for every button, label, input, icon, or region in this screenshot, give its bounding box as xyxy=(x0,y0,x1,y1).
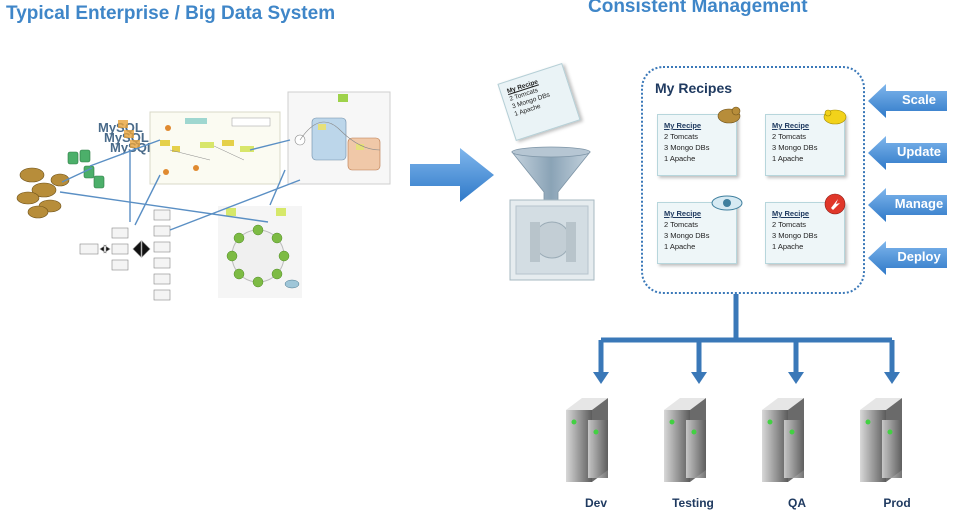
recipe-name: My Recipe xyxy=(772,209,810,218)
env-label-testing: Testing xyxy=(672,496,714,510)
deployment-arrowheads xyxy=(593,372,900,384)
connector-diagram-thumbnail xyxy=(79,209,171,301)
recipe-card[interactable]: My Recipe 2 Tomcats 3 Mongo DBs 1 Apache xyxy=(657,106,741,176)
tomcat-icon xyxy=(717,106,741,124)
tomcat-cluster-icon xyxy=(16,167,70,219)
env-label-dev: Dev xyxy=(584,496,607,510)
recipe-name: My Recipe xyxy=(664,209,702,218)
recipe-line: 3 Mongo DBs xyxy=(772,143,818,152)
processing-machine-icon xyxy=(509,199,595,281)
deploy-label: Deploy xyxy=(897,249,941,264)
server-icon-testing xyxy=(664,398,706,482)
recipe-card[interactable]: My Recipe 2 Tomcats 3 Mongo DBs 1 Apache xyxy=(765,193,846,264)
transform-arrow xyxy=(410,148,494,202)
recipe-line: 1 Apache xyxy=(664,154,696,163)
panel-title: My Recipes xyxy=(655,80,733,96)
recipe-line: 3 Mongo DBs xyxy=(664,143,710,152)
server-icon-dev xyxy=(566,398,608,482)
hadoop-icon xyxy=(823,109,847,125)
recipe-line: 3 Mongo DBs xyxy=(772,231,818,240)
env-label-qa: QA xyxy=(788,496,806,510)
pipeline-diagram-thumbnail xyxy=(287,91,391,185)
recipe-card[interactable]: My Recipe 2 Tomcats 3 Mongo DBs 1 Apache xyxy=(765,109,847,176)
action-arrows xyxy=(868,84,947,275)
recipe-line: 1 Apache xyxy=(772,242,804,251)
recipe-line: 2 Tomcats xyxy=(664,132,699,141)
update-label: Update xyxy=(896,144,942,159)
recipe-line: 3 Mongo DBs xyxy=(664,231,710,240)
server-icon-prod xyxy=(860,398,902,482)
enterprise-system-illustration: MySQL MySQL MySQL xyxy=(16,91,391,301)
cassandra-eye-icon xyxy=(711,195,743,211)
update-action[interactable]: Update xyxy=(862,136,957,170)
apache-feather-icon xyxy=(824,193,846,215)
recipe-line: 2 Tomcats xyxy=(664,220,699,229)
scale-action[interactable]: Scale xyxy=(862,84,957,118)
title-right: Consistent Management xyxy=(588,0,808,17)
env-label-prod: Prod xyxy=(883,496,911,510)
recipe-line: 2 Tomcats xyxy=(772,220,807,229)
system-connections xyxy=(59,139,301,231)
recipe-line: 1 Apache xyxy=(772,154,804,163)
deployment-tree xyxy=(598,292,895,374)
manage-label: Manage xyxy=(894,196,944,211)
server-icon-qa xyxy=(762,398,804,482)
recipe-line: 1 Apache xyxy=(664,242,696,251)
database-stack-icon xyxy=(67,149,105,189)
recipe-name: My Recipe xyxy=(664,121,702,130)
recipe-line: 2 Tomcats xyxy=(772,132,807,141)
funnel-icon xyxy=(511,146,591,201)
cassandra-ring-thumbnail xyxy=(218,206,302,298)
mysql-logo-icon: MySQL MySQL MySQL xyxy=(98,120,155,155)
recipe-card[interactable]: My Recipe 2 Tomcats 3 Mongo DBs 1 Apache xyxy=(657,195,743,264)
deploy-action[interactable]: Deploy xyxy=(862,241,957,275)
recipe-name: My Recipe xyxy=(772,121,810,130)
scale-label: Scale xyxy=(902,92,936,107)
manage-action[interactable]: Manage xyxy=(862,188,957,222)
recipes-panel: My Recipes My Recipe 2 Tomcats 3 Mongo D… xyxy=(641,66,865,294)
title-left: Typical Enterprise / Big Data System xyxy=(6,3,336,24)
